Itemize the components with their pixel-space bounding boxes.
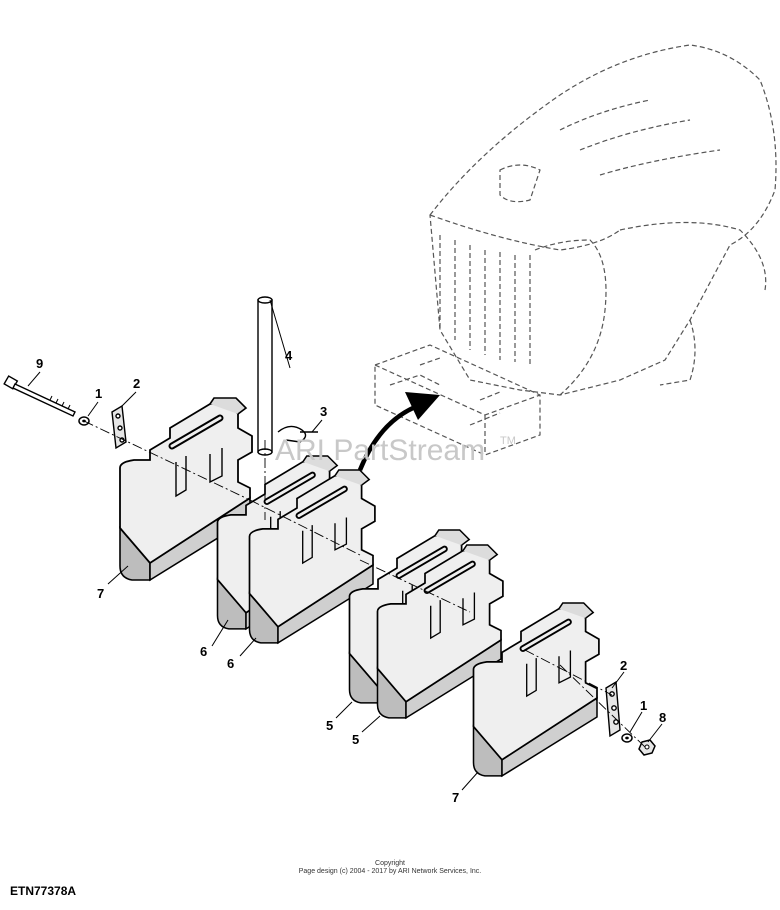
pin-part-4 [257, 296, 273, 456]
figure-id: ETN77378A [10, 884, 77, 898]
nut-part-8 [638, 739, 656, 756]
callout-2-left: 2 [133, 376, 140, 391]
copyright-line-1: Copyright [375, 860, 405, 867]
callout-8: 8 [659, 710, 666, 725]
tractor-hood-outline [429, 44, 777, 396]
callout-7-right: 7 [452, 790, 459, 805]
washer-part-1-right [621, 733, 633, 743]
callout-9: 9 [36, 356, 43, 371]
callout-4: 4 [285, 348, 293, 363]
alignment-lines [83, 420, 646, 748]
callout-6-front: 6 [227, 656, 234, 671]
callout-5-rear: 5 [326, 718, 333, 733]
copyright-line-2: Page design (c) 2004 - 2017 by ARI Netwo… [298, 868, 482, 875]
callout-1-left: 1 [95, 386, 102, 401]
callout-7-left: 7 [97, 586, 104, 601]
watermark-text: ARI PartStream [275, 434, 485, 467]
callout-5-front: 5 [352, 732, 359, 747]
callout-6-rear: 6 [200, 644, 207, 659]
weight-bracket-outline [374, 344, 541, 456]
callouts: 9 1 2 4 3 7 6 6 5 5 2 1 8 7 [36, 348, 666, 805]
clip-part-3 [277, 425, 318, 443]
callout-2-right: 2 [620, 658, 627, 673]
strap-part-2-right [605, 680, 621, 738]
install-arrow [357, 392, 440, 471]
leader-lines [27, 299, 663, 791]
bolt-part-9 [3, 375, 76, 417]
strap-part-2-left [111, 404, 127, 450]
watermark-tm: TM [500, 435, 516, 447]
callout-3: 3 [320, 404, 327, 419]
callout-1-right: 1 [640, 698, 647, 713]
